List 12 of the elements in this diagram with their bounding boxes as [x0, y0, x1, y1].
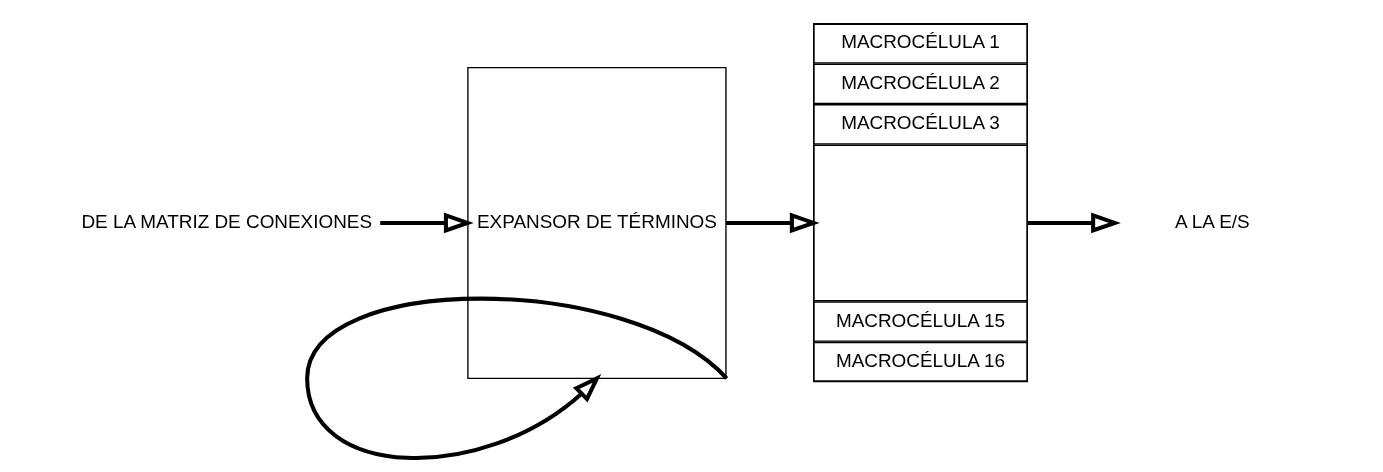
- node-text: DE LA MATRIZ DE CONEXIONES: [81, 210, 373, 232]
- arrow: [380, 212, 474, 234]
- node-box: MACROCÉLULA 16: [813, 341, 1028, 383]
- node-box: MACROCÉLULA 15: [813, 301, 1028, 342]
- arrow: [1027, 212, 1121, 234]
- node-box: MACROCÉLULA 2: [813, 63, 1028, 105]
- node-box: MACROCÉLULA 3: [813, 104, 1028, 145]
- node-box: EXPANSOR DE TÉRMINOS: [467, 66, 727, 379]
- node-text: A LA E/S: [1175, 210, 1250, 232]
- arrow: [726, 212, 820, 234]
- node-box: [813, 144, 1028, 302]
- node-box: MACROCÉLULA 1: [813, 23, 1028, 64]
